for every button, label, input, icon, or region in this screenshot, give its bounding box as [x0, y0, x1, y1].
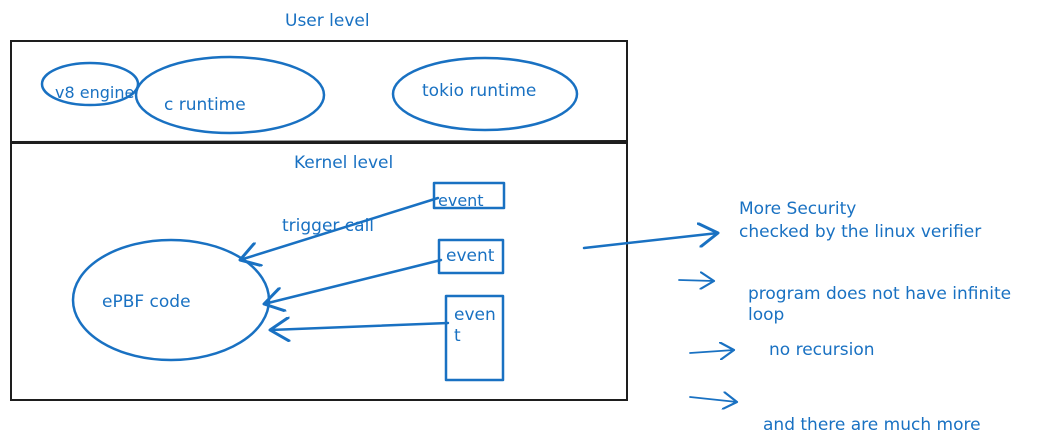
tokio-runtime-label: tokio runtime: [422, 81, 537, 101]
arrow-to-security: [582, 233, 718, 250]
arrow-event-3-to-epbf: [270, 323, 450, 330]
user-level-box: [10, 40, 628, 144]
c-runtime-ellipse: [134, 55, 326, 135]
kernel-level-label: Kernel level: [294, 153, 394, 173]
note-security-line2: checked by the linux verifier: [739, 222, 982, 242]
event-box-3: [444, 294, 505, 382]
note-much-more: and there are much more: [763, 415, 981, 435]
v8-engine-label: v8 engine: [55, 83, 135, 102]
arrow-to-infinite-loop: [678, 280, 714, 281]
kernel-level-box: [10, 143, 628, 401]
arrow-to-recursion: [689, 350, 734, 353]
note-security-line1: More Security: [739, 199, 857, 219]
event-label-1: event: [438, 191, 484, 210]
event-label-3: even t: [454, 305, 496, 346]
tokio-runtime-ellipse: [391, 56, 579, 132]
event-label-2: event: [446, 246, 495, 266]
event-box-1: [432, 181, 506, 210]
epbf-code-label: ePBF code: [102, 292, 191, 312]
trigger-call-label: trigger call: [282, 216, 375, 236]
v8-engine-ellipse: [40, 61, 140, 107]
event-box-2: [437, 238, 505, 275]
c-runtime-label: c runtime: [164, 95, 246, 115]
note-no-infinite-loop: program does not have infinite loop: [748, 284, 1012, 325]
level-divider: [10, 140, 628, 143]
note-no-recursion: no recursion: [769, 340, 875, 360]
arrow-event-2-to-epbf: [264, 258, 443, 304]
arrow-to-much-more: [689, 397, 737, 402]
arrow-event-1-to-epbf: [240, 196, 440, 260]
user-level-label: User level: [285, 11, 370, 31]
